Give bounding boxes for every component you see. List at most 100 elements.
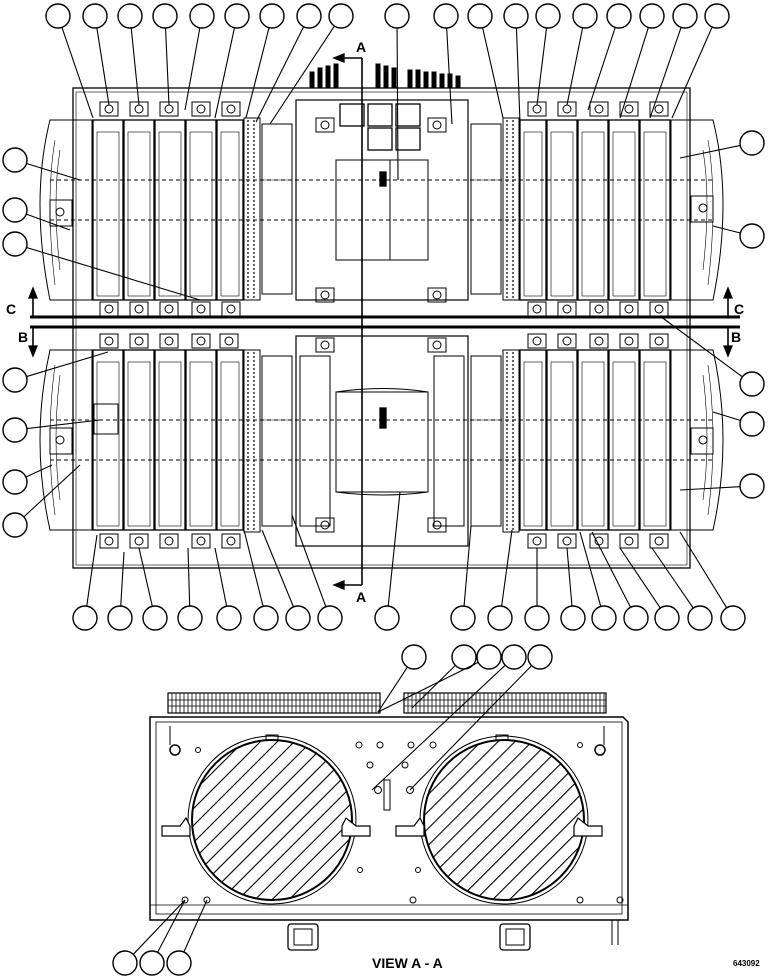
callout-balloon (328, 3, 354, 29)
callout-balloon (501, 644, 527, 670)
callout-balloon (45, 3, 71, 29)
callout-balloon (467, 3, 493, 29)
callout-leader (377, 666, 408, 713)
callout-leader (61, 27, 94, 119)
callout-leader (120, 551, 125, 607)
section-mark-a-top: A (356, 39, 366, 55)
callout-leader (566, 27, 584, 106)
callout-leader (157, 899, 186, 953)
callout-leader (245, 27, 270, 119)
callout-leader (243, 529, 264, 607)
callout-balloon (654, 605, 680, 631)
callout-leader (132, 899, 186, 955)
callout-balloon (606, 3, 632, 29)
callout-balloon (2, 512, 28, 538)
callout-balloon (112, 950, 138, 976)
callout-balloon (2, 147, 28, 173)
callout-balloon (82, 3, 108, 29)
callout-balloon (739, 411, 765, 437)
callout-balloon (623, 605, 649, 631)
callout-leader (591, 531, 632, 608)
section-mark-c-right: C (734, 301, 744, 317)
callout-balloon (739, 130, 765, 156)
callout-leader (26, 351, 109, 378)
section-mark-c-left: C (6, 301, 16, 317)
callout-leader (261, 529, 294, 608)
drawing-code: 643092 (733, 959, 760, 968)
callout-balloon (189, 3, 215, 29)
callout-leader (396, 27, 399, 181)
callout-leader (619, 547, 661, 609)
callout-leader (651, 547, 694, 609)
callout-leader (387, 491, 401, 607)
callout-balloon (687, 605, 713, 631)
callout-leader (446, 27, 453, 125)
callout-balloon (216, 605, 242, 631)
callout-leader (26, 246, 201, 301)
right-fan (423, 739, 585, 901)
callout-balloon (107, 605, 133, 631)
callout-leader (96, 27, 110, 106)
callout-leader (463, 525, 472, 607)
callout-leader (659, 315, 743, 378)
callout-leader (671, 26, 713, 119)
callout-balloon (166, 950, 192, 976)
callout-balloon (2, 417, 28, 443)
callout-balloon (224, 3, 250, 29)
callout-balloon (433, 3, 459, 29)
callout-leader (566, 547, 573, 607)
callout-balloon (253, 605, 279, 631)
callout-leader (649, 27, 682, 119)
callout-leader (130, 27, 140, 106)
callout-balloon (572, 3, 598, 29)
callout-leader (536, 27, 548, 106)
section-mark-a-bottom: A (356, 589, 366, 605)
callout-leader (482, 27, 504, 119)
callout-balloon (285, 605, 311, 631)
callout-balloon (487, 605, 513, 631)
lower-panels (39, 333, 724, 549)
callout-balloon (152, 3, 178, 29)
callout-balloon (527, 644, 553, 670)
callout-balloon (401, 644, 427, 670)
callout-balloon (259, 3, 285, 29)
callout-leader (579, 531, 602, 607)
callout-leader (679, 144, 741, 159)
callout-leader (515, 27, 521, 123)
callout-balloon (2, 469, 28, 495)
callout-balloon (503, 3, 529, 29)
callout-leader (214, 27, 236, 119)
callout-balloon (591, 605, 617, 631)
callout-leader (255, 26, 305, 123)
callouts (2, 3, 765, 976)
callout-leader (187, 547, 191, 607)
callout-leader (164, 27, 170, 106)
callout-balloon (384, 3, 410, 29)
callout-balloon (739, 473, 765, 499)
callout-balloon (560, 605, 586, 631)
callout-balloon (317, 605, 343, 631)
callout-balloon (2, 197, 28, 223)
callout-leader (26, 213, 71, 231)
callout-leader (183, 899, 208, 953)
callout-leader (712, 225, 741, 234)
callout-leader (26, 419, 101, 430)
callout-balloon (524, 605, 550, 631)
callout-leader (138, 547, 153, 607)
callout-leader (377, 661, 479, 713)
callout-leader (679, 531, 728, 609)
callout-balloon (177, 605, 203, 631)
callout-leader (712, 411, 741, 421)
callout-leader (25, 464, 53, 478)
callout-balloon (117, 3, 143, 29)
callout-balloon (450, 605, 476, 631)
callout-balloon (639, 3, 665, 29)
top-fins (309, 63, 461, 89)
callout-leader (411, 665, 456, 709)
callout-balloon (139, 950, 165, 976)
callout-leader (501, 529, 513, 607)
callout-balloon (672, 3, 698, 29)
callout-leader (679, 486, 741, 491)
callout-balloon (720, 605, 746, 631)
